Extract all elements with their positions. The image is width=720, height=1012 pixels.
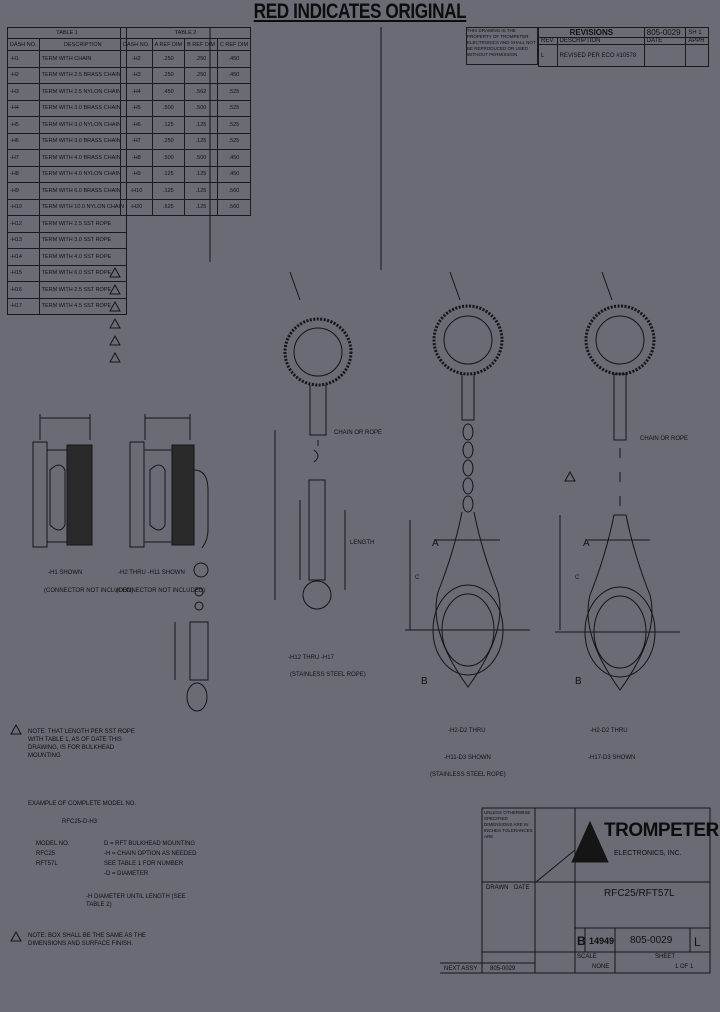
dash-note: -H DIAMETER UNTIL LENGTH (SEE TABLE 2) (86, 894, 186, 908)
scale-value: NONE (592, 964, 610, 970)
option-line: -D = DIAMETER (104, 871, 149, 877)
size-code: B (577, 934, 586, 948)
ring-lug-rope-view (555, 304, 680, 691)
proprietary-note: THIS DRAWING IS THE PROPERTY OF TROMPETE… (466, 27, 538, 65)
a-dim-label: A (432, 538, 439, 549)
option-line: SEE TABLE 1 FOR NUMBER (104, 861, 184, 867)
sheet-label: SHEET (655, 954, 676, 960)
drawn-label: DRAWN (486, 885, 509, 891)
note-1: NOTE: THAT LENGTH PER SST ROPE WITH TABL… (28, 729, 135, 759)
revision-approval (685, 44, 709, 67)
right-caption-1: -H2-D2 THRU (590, 728, 628, 734)
warning-triangles (109, 266, 121, 363)
table-row: -H5.500.500.525 (120, 99, 252, 117)
h2-note: (CONNECTOR NOT INCLUDED) (116, 588, 206, 594)
h12-caption: -H12 THRU -H17 (288, 655, 334, 661)
table-row: -H7.250.125.525 (120, 132, 252, 150)
a-dim-label: A (583, 538, 590, 549)
mid-note: (STAINLESS STEEL ROPE) (430, 772, 506, 778)
sheet-value: 1 OF 1 (675, 964, 694, 970)
c-dim-label: C (415, 575, 420, 581)
b-dim-label: B (575, 676, 582, 687)
h2-caption: -H2 THRU -H11 SHOWN (118, 570, 185, 576)
h1-caption: -H1 SHOWN (48, 570, 83, 576)
next-assy-label: NEXT ASSY (444, 966, 478, 972)
table-2-header: B REF DIM (184, 38, 218, 51)
table-row: -H8.500.500.450 (120, 149, 252, 167)
ring-lug-chain-view (405, 304, 530, 688)
table-2: TABLE 2 DASH NO. A REF DIM B REF DIM C R… (119, 27, 252, 216)
note-3: NOTE: BOX SHALL BE THE SAME AS THE DIMEN… (28, 933, 146, 947)
table-row: -H10.125.125.560 (120, 182, 252, 200)
right-caption-2: -H17-D3 SHOWN (588, 755, 636, 761)
tolerances-note: UNLESS OTHERWISE SPECIFIED DIMENSIONS AR… (484, 810, 533, 839)
company-subtitle: ELECTRONICS, INC. (614, 850, 682, 857)
revision-date (643, 44, 687, 67)
note-2-title: EXAMPLE OF COMPLETE MODEL NO. (28, 801, 137, 807)
page-banner: RED INDICATES ORIGINAL (253, 0, 467, 23)
table-cell: .560 (216, 198, 252, 216)
table-cell: -H20 (120, 198, 153, 216)
company-name: TROMPETER (604, 820, 719, 841)
h1-note: (CONNECTOR NOT INCLUDED) (44, 588, 134, 594)
connector-h2-view (129, 414, 209, 712)
drawing-title: RFC25/RFT57L (604, 888, 675, 899)
c-dim-label: C (575, 575, 580, 581)
date-label: DATE (514, 885, 530, 891)
h12-note: (STAINLESS STEEL ROPE) (290, 672, 366, 678)
table-2-header: DASH NO. (120, 38, 153, 51)
note-2-example: RFC25-D-H3 (62, 819, 98, 825)
next-assy-value: 805-0029 (490, 966, 516, 972)
drawing-rev: L (694, 935, 701, 949)
chain-label: CHAIN OR ROPE (334, 430, 383, 436)
cage-code: 14949 (589, 936, 615, 946)
mid-caption-2: -H11-D3 SHOWN (444, 755, 491, 761)
ring-lug-h12-view (274, 317, 353, 610)
scale-label: SCALE (577, 954, 597, 960)
model-line: RFC25 (36, 851, 56, 857)
revisions-block: REVISIONS 805-0029 SH 1 REV DESCRIPTION … (538, 27, 709, 67)
connector-h1-view (32, 414, 93, 548)
model-line: MODEL NO. (36, 841, 70, 847)
length-label: LENGTH (350, 540, 375, 546)
table-row: -H20.625.125.560 (120, 198, 252, 216)
table-cell: TERM WITH 4.5 SST ROPE (38, 297, 128, 315)
option-line: -H = CHAIN OPTION AS NEEDED (104, 851, 197, 857)
drawing-number: 805-0029 (630, 935, 673, 946)
table-row: -H6.125.125.525 (120, 116, 252, 134)
option-line: D = RFT BULKHEAD MOUNTING (104, 841, 196, 847)
chain-label: CHAIN OR ROPE (640, 436, 689, 442)
table-1-header: DESCRIPTION (38, 38, 128, 51)
b-dim-label: B (421, 676, 428, 687)
table-2-body: -H2.250.250.450-H3.250.250.450-H4.450.56… (120, 50, 252, 216)
table-row: -H3.250.250.450 (120, 66, 252, 84)
table-2-header: C REF DIM (216, 38, 252, 51)
revision-description: REVISED PER ECO #10578 (556, 44, 645, 67)
mid-caption-1: -H2-D2 THRU (448, 728, 486, 734)
model-line: RFT57L (36, 861, 58, 867)
